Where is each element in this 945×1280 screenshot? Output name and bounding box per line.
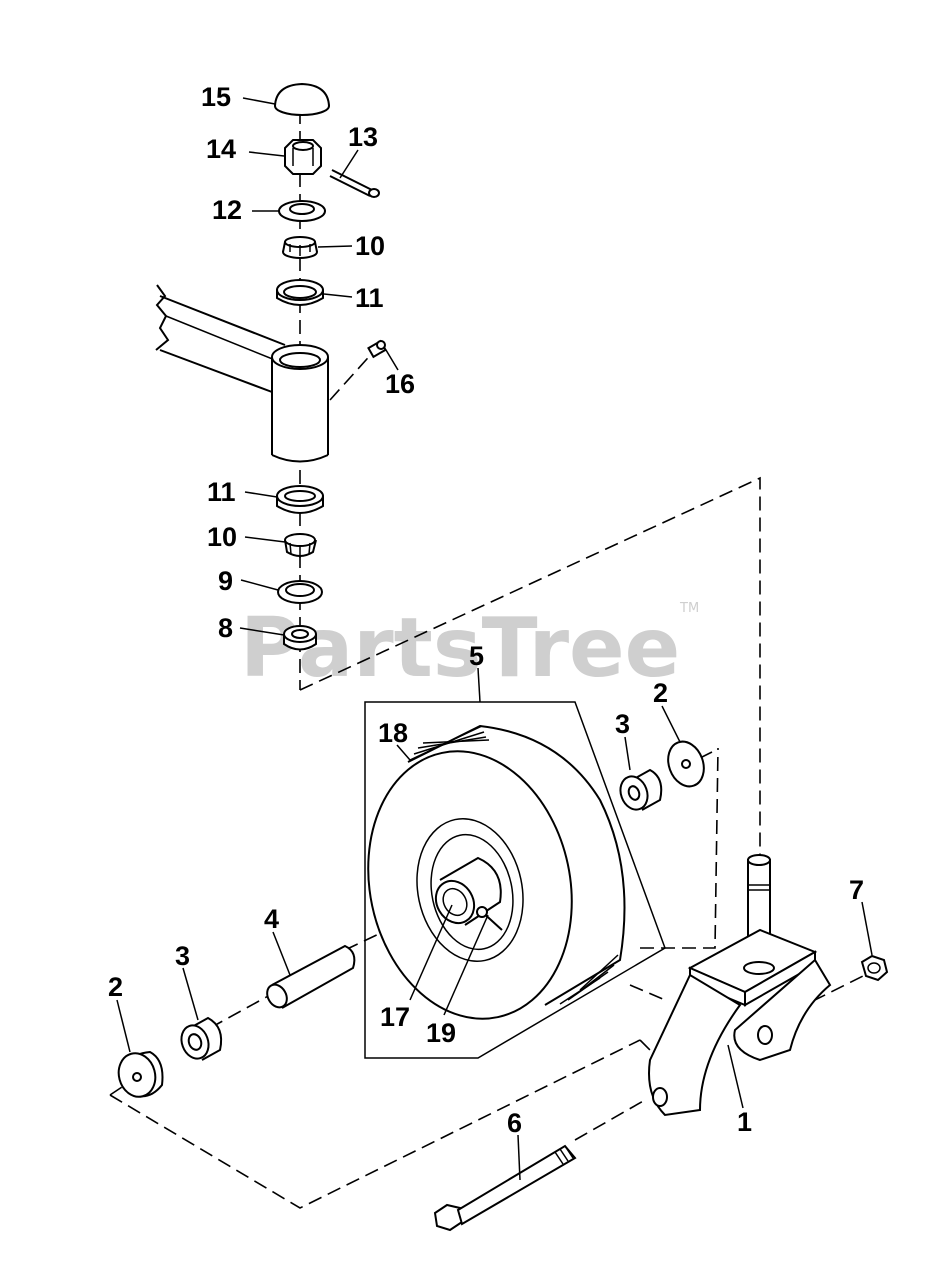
caster-fork [648,854,832,1117]
callout-9: 9 [218,566,233,596]
leader-lines [116,97,873,1181]
callout-3-right: 3 [615,709,630,739]
axle-bolt [433,1144,577,1232]
callout-4: 4 [264,904,279,934]
callout-18: 18 [378,718,408,748]
wheel-bearing-right [619,768,663,811]
wheel-bearing-left [180,1016,223,1061]
callout-labels: 15 14 13 12 10 11 16 11 10 9 8 5 2 3 18 … [108,82,864,1138]
callout-5: 5 [469,641,484,671]
callout-8: 8 [218,613,233,643]
callout-10-upper: 10 [355,231,385,261]
flange-washer-left [117,1050,164,1098]
callout-13: 13 [348,122,378,152]
seal-lower [277,580,323,604]
callout-16: 16 [385,369,415,399]
bearing-cone-upper [282,236,318,259]
callout-2-right: 2 [653,678,668,708]
callout-12: 12 [212,195,242,225]
spindle-housing [271,344,329,463]
wheel-assembly-frame [364,701,666,1059]
washer-upper [278,200,326,222]
cotter-pin [329,169,380,198]
bearing-race-lower [276,485,324,514]
callout-17: 17 [380,1002,410,1032]
watermark-trademark: TM [679,601,699,616]
frame-rail [155,284,286,393]
callout-11-lower: 11 [207,477,236,507]
dust-cap [274,82,330,116]
spacer-bottom [283,625,317,651]
callout-15: 15 [201,82,231,112]
wheel-tire [367,724,626,1020]
callout-6: 6 [507,1108,522,1138]
callout-11-upper: 11 [355,283,384,313]
callout-10-lower: 10 [207,522,237,552]
callout-14: 14 [206,134,236,164]
callout-3-left: 3 [175,941,190,971]
callout-7: 7 [849,875,864,905]
bearing-race-upper [276,279,324,306]
castle-nut [284,139,322,175]
lock-nut [860,954,889,982]
flange-washer-right [667,740,705,788]
bearing-cone-lower [284,533,317,558]
callout-19: 19 [426,1018,456,1048]
spacer-tube [266,944,356,1009]
grease-fitting [367,339,387,359]
callout-1: 1 [737,1107,752,1137]
callout-2-left: 2 [108,972,123,1002]
